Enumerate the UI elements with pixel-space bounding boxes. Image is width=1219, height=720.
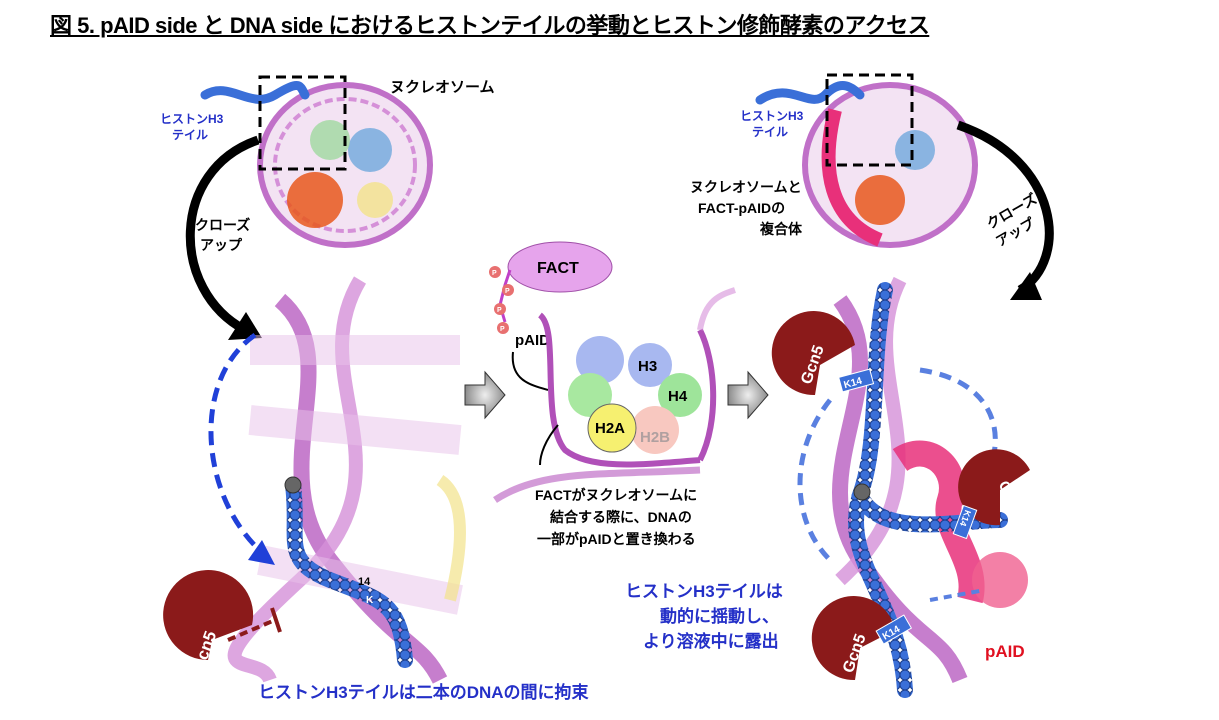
histone-h2b — [631, 406, 679, 454]
histone-h2a — [587, 403, 637, 453]
right-paid-label: pAID — [985, 642, 1025, 661]
middle-caption: 結合する際に、DNAの — [550, 509, 692, 525]
left-tail-label: ヒストンH3 — [160, 112, 224, 126]
left-gcn5-enzyme — [163, 570, 254, 660]
k14-tag — [875, 614, 913, 645]
arrowhead-icon — [1010, 272, 1042, 300]
residue-number: 14 — [358, 576, 371, 588]
left-nucleosome — [257, 82, 433, 248]
left-closeup-label: アップ — [200, 237, 243, 253]
curved-arrow-icon — [511, 351, 549, 391]
middle-caption: FACTがヌクレオソームに — [535, 487, 697, 503]
figure-title: 図 5. pAID side と DNA side におけるヒストンテイルの挙動… — [50, 13, 930, 38]
complex-label: FACT-pAIDの — [698, 200, 785, 216]
dna-strand-schematic — [537, 312, 717, 468]
residue-k: K — [366, 595, 374, 606]
right-zoom-box — [825, 73, 914, 167]
phospho-label: P — [492, 270, 497, 277]
histone-h3-left — [576, 336, 624, 384]
histone-h4-left — [568, 373, 612, 417]
left-tail-label: テイル — [172, 128, 208, 142]
right-gcn5-enzyme — [771, 311, 855, 396]
inhibition-bar-icon — [270, 607, 282, 633]
right-tail-label: テイル — [752, 125, 788, 139]
left-zoom-box — [258, 75, 347, 171]
right-motion-arrow — [919, 367, 998, 482]
k14-tag — [952, 504, 978, 540]
k14-tag — [838, 368, 875, 393]
right-arrow-icon — [727, 370, 769, 420]
arrowhead-icon — [248, 540, 275, 565]
k14-label: K14 — [843, 376, 864, 391]
left-closeup-arrow — [185, 135, 260, 334]
right-arrow-icon — [464, 370, 506, 420]
left-h3-tail-closeup — [285, 477, 413, 668]
fact-label: FACT — [537, 260, 579, 277]
tail-anchor — [853, 483, 871, 501]
histone-h3 — [628, 343, 672, 387]
right-gcn5-enzyme — [958, 449, 1030, 526]
h3-label: H3 — [638, 358, 657, 375]
complex-label: 複合体 — [759, 221, 803, 237]
right-motion-arrow — [929, 588, 986, 602]
left-closeup-structure — [227, 276, 466, 684]
paid-label: pAID — [515, 332, 550, 349]
nucleosome-label: ヌクレオソーム — [390, 79, 495, 96]
tail-anchor — [284, 476, 302, 494]
phospho-label: P — [505, 288, 510, 295]
h2b-label: H2B — [640, 429, 670, 446]
right-closeup-arrow — [956, 120, 1054, 294]
left-motion-arrow — [208, 332, 267, 557]
blocked-access-line — [227, 618, 276, 642]
right-caption: 動的に揺動し、 — [660, 606, 779, 626]
fact-protein — [507, 241, 613, 293]
h4-label: H4 — [668, 388, 688, 405]
right-caption: ヒストンH3テイルは — [625, 582, 783, 601]
phospho-label: P — [500, 326, 505, 333]
complex-label: ヌクレオソームと — [690, 179, 802, 195]
middle-caption: 一部がpAIDと置き換わる — [537, 531, 696, 547]
phospho-label: P — [497, 307, 502, 314]
right-caption: より溶液中に露出 — [643, 631, 779, 651]
phospho-groups: P P P P — [489, 266, 514, 334]
curved-arrow-icon — [539, 424, 559, 466]
left-closeup-label: クローズ — [195, 217, 250, 233]
right-motion-arrow — [797, 398, 832, 562]
right-gcn5-enzyme — [811, 596, 895, 681]
right-tail-label: ヒストンH3 — [740, 109, 804, 123]
left-caption: ヒストンH3テイルは二本のDNAの間に拘束 — [258, 682, 589, 702]
right-histone-tail — [755, 81, 865, 105]
left-histone-tail — [200, 81, 310, 104]
histone-h4 — [658, 373, 702, 417]
h2a-label: H2A — [595, 420, 625, 437]
dna-strand-displaced — [493, 466, 701, 503]
